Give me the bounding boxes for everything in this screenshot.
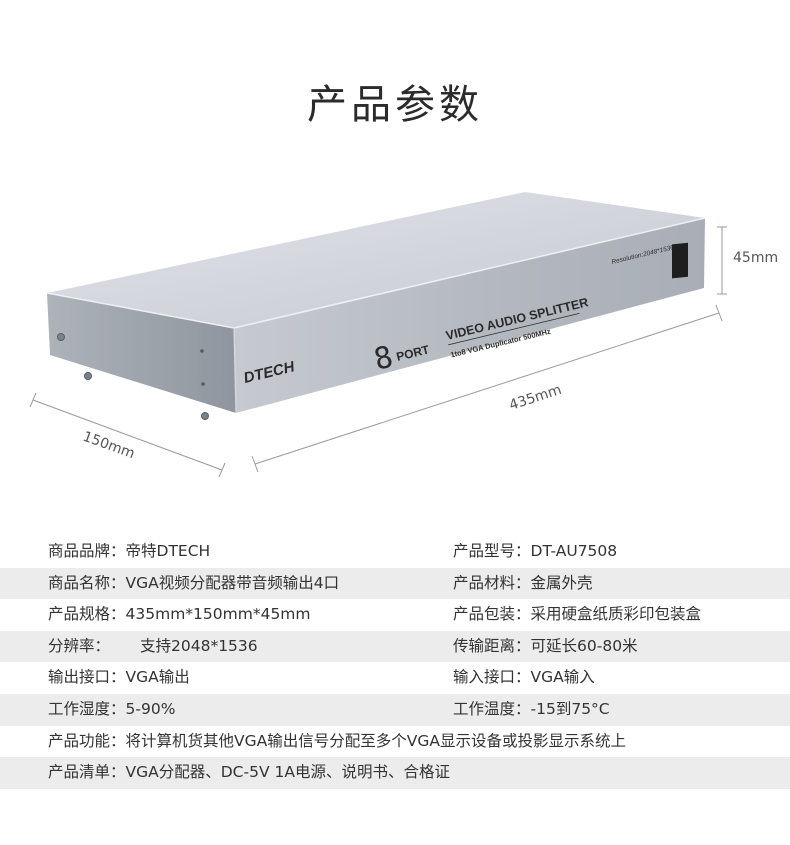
spec-label: 传输距离：: [453, 636, 531, 655]
spec-row: 产品功能：将计算机货其他VGA输出信号分配至多个VGA显示设备或投影显示系统上: [0, 726, 790, 758]
spec-label: 产品型号：: [453, 542, 531, 560]
spec-value: VGA输入: [530, 668, 595, 687]
spec-label: 输入接口：: [453, 668, 531, 687]
spec-value: 可延长60-80米: [530, 636, 638, 655]
dimension-depth: [29, 392, 226, 478]
spec-value: 帝特DTECH: [125, 542, 211, 560]
dim-length-label: 435mm: [507, 382, 563, 414]
spec-label: 产品包装：: [453, 605, 531, 624]
spec-label: 工作湿度：: [48, 699, 126, 718]
spec-row: 工作湿度：5-90% 工作温度：-15到75°C: [0, 693, 790, 726]
product-image: DTECH 8 PORT VIDEO AUDIO SPLITTER 1to8 V…: [0, 150, 790, 510]
dimension-height: [717, 226, 727, 295]
spec-row: 产品规格：435mm*150mm*45mm 产品包装：采用硬盒纸质彩印包装盒: [0, 599, 790, 631]
spec-label: 分辨率：: [48, 636, 111, 655]
spec-label: 商品名称：: [48, 573, 126, 592]
spec-label: 产品材料：: [453, 573, 531, 592]
spec-value: VGA输出: [125, 668, 190, 687]
spec-value: 435mm*150mm*45mm: [125, 605, 311, 624]
spec-value: 将计算机货其他VGA输出信号分配至多个VGA显示设备或投影显示系统上: [125, 731, 626, 750]
spec-row: 商品名称：VGA视频分配器带音频输出4口 产品材料：金属外壳: [0, 567, 790, 600]
spec-row: 分辨率： 支持2048*1536 传输距离：可延长60-80米: [0, 630, 790, 663]
spec-value: 支持2048*1536: [140, 636, 258, 655]
spec-value: DT-AU7508: [530, 542, 618, 560]
spec-row: 产品清单：VGA分配器、DC-5V 1A电源、说明书、合格证: [0, 757, 790, 789]
spec-label: 产品规格：: [48, 605, 126, 624]
power-switch: [672, 242, 688, 279]
spec-value: 金属外壳: [530, 573, 593, 592]
spec-value: VGA视频分配器带音频输出4口: [125, 573, 340, 592]
device-front: [234, 218, 705, 413]
spec-value: VGA分配器、DC-5V 1A电源、说明书、合格证: [125, 763, 450, 782]
spec-value: 采用硬盒纸质彩印包装盒: [530, 605, 702, 624]
spec-table: 商品品牌：帝特DTECH 产品型号：DT-AU7508 商品名称：VGA视频分配…: [0, 536, 790, 789]
dimension-length: [251, 304, 723, 473]
screw: [57, 333, 65, 341]
device-side: [47, 293, 236, 413]
spec-value: 5-90%: [125, 699, 176, 718]
page-title: 产品参数: [307, 82, 483, 128]
screw: [201, 412, 209, 420]
screw: [84, 372, 92, 380]
device-top: [47, 192, 705, 328]
spec-label: 产品清单：: [48, 763, 126, 782]
spec-value: -15到75°C: [530, 699, 610, 718]
dim-depth-label: 150mm: [81, 429, 137, 463]
spec-label: 工作温度：: [453, 699, 531, 718]
spec-label: 商品品牌：: [48, 542, 126, 560]
spec-row: 商品品牌：帝特DTECH 产品型号：DT-AU7508: [0, 536, 790, 568]
spec-label: 产品功能：: [48, 731, 126, 750]
spec-label: 输出接口：: [48, 668, 126, 687]
spec-row: 输出接口：VGA输出 输入接口：VGA输入: [0, 662, 790, 694]
dim-height-label: 45mm: [733, 250, 778, 266]
